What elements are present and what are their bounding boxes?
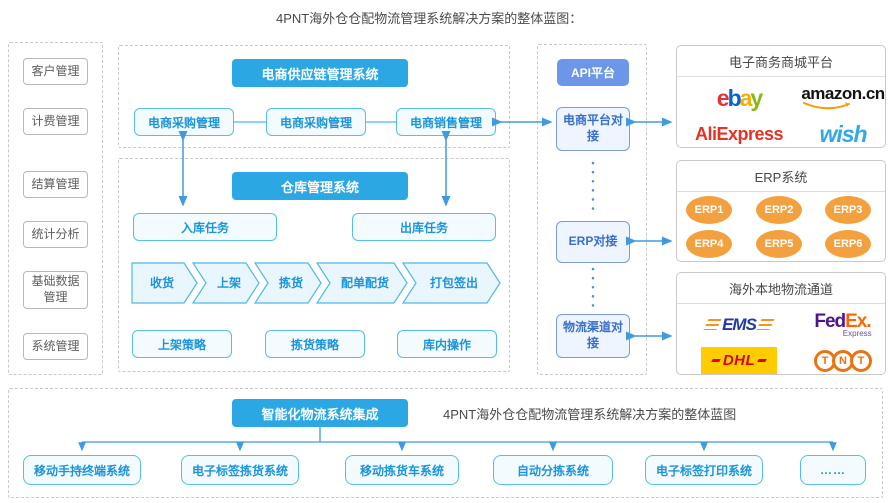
integration-header: 智能化物流系统集成 bbox=[232, 399, 408, 427]
erp2-node: ERP2 bbox=[756, 196, 802, 224]
amazon-smile-icon bbox=[803, 102, 851, 110]
system-more-ellipsis: …… bbox=[800, 455, 866, 485]
erp-panel-title: ERP系统 bbox=[677, 161, 885, 192]
page-title: 4PNT海外仓仓配物流管理系统解决方案的整体蓝图： bbox=[276, 11, 583, 26]
erp4-node: ERP4 bbox=[686, 230, 732, 258]
erp1-node: ERP1 bbox=[686, 196, 732, 224]
sidebar-item-system-mgmt: 系统管理 bbox=[23, 333, 88, 360]
sidebar-item-customer-mgmt: 客户管理 bbox=[23, 58, 88, 85]
connector-erp: ERP对接 bbox=[556, 221, 630, 263]
erp-panel: ERP系统 ERP1 ERP2 ERP3 ERP4 ERP5 ERP6 bbox=[676, 160, 886, 262]
module-purchase-mgmt-2: 电商采购管理 bbox=[266, 108, 366, 136]
flow-step-receiving: 收货 bbox=[150, 275, 174, 290]
system-auto-sorting: 自动分拣系统 bbox=[493, 455, 613, 485]
warehouse-header: 仓库管理系统 bbox=[232, 172, 408, 200]
warehouse-panel bbox=[118, 158, 510, 372]
strategy-shelving: 上架策略 bbox=[132, 330, 232, 358]
erp5-node: ERP5 bbox=[756, 230, 802, 258]
ecommerce-mall-panel: 电子商务商城平台 ebay amazon.cn AliExpress wish bbox=[676, 45, 886, 148]
api-platform-header: API平台 bbox=[557, 59, 629, 86]
fedex-logo: FedEx.Express bbox=[814, 310, 872, 338]
supply-chain-panel bbox=[118, 45, 510, 148]
system-etag-printing: 电子标签打印系统 bbox=[645, 455, 763, 485]
strategy-picking: 拣货策略 bbox=[265, 330, 365, 358]
sidebar-panel bbox=[8, 42, 103, 375]
sidebar-item-settlement-mgmt: 结算管理 bbox=[23, 171, 88, 198]
system-mobile-handheld: 移动手持终端系统 bbox=[23, 455, 141, 485]
integration-caption: 4PNT海外仓仓配物流管理系统解决方案的整体蓝图 bbox=[443, 407, 737, 422]
system-mobile-picking-cart: 移动拣货车系统 bbox=[345, 455, 459, 485]
module-connector-line bbox=[366, 121, 396, 123]
module-connector-line bbox=[234, 121, 266, 123]
sidebar-item-base-data-mgmt: 基础数据管理 bbox=[23, 271, 88, 309]
erp3-node: ERP3 bbox=[825, 196, 871, 224]
system-etag-picking: 电子标签拣货系统 bbox=[181, 455, 299, 485]
connector-logistics-channel: 物流渠道对接 bbox=[556, 314, 630, 358]
flow-step-pack-checkout: 打包签出 bbox=[430, 275, 478, 290]
ebay-logo: ebay bbox=[716, 84, 763, 111]
flow-step-order-assembly: 配单配货 bbox=[341, 275, 389, 290]
dhl-logo: DHL bbox=[701, 347, 777, 375]
ecommerce-mall-title: 电子商务商城平台 bbox=[677, 46, 885, 77]
integration-panel bbox=[8, 388, 883, 498]
wish-logo: wish bbox=[819, 120, 867, 147]
strategy-warehouse-ops: 库内操作 bbox=[397, 330, 497, 358]
connector-ecommerce-platform: 电商平台对接 bbox=[556, 107, 630, 151]
outbound-task-node: 出库任务 bbox=[352, 213, 496, 241]
aliexpress-logo: AliExpress bbox=[694, 123, 784, 144]
overseas-logistics-title: 海外本地物流通道 bbox=[677, 273, 885, 304]
module-purchase-mgmt-1: 电商采购管理 bbox=[134, 108, 234, 136]
erp6-node: ERP6 bbox=[825, 230, 871, 258]
inbound-task-node: 入库任务 bbox=[133, 213, 277, 241]
sidebar-item-statistics: 统计分析 bbox=[23, 221, 88, 248]
supply-chain-header: 电商供应链管理系统 bbox=[232, 59, 408, 87]
amazon-logo: amazon.cn bbox=[801, 85, 885, 111]
ems-logo: EMS bbox=[703, 315, 775, 335]
sidebar-item-billing-mgmt: 计费管理 bbox=[23, 108, 88, 135]
module-sales-mgmt: 电商销售管理 bbox=[396, 108, 496, 136]
api-platform-panel bbox=[537, 44, 647, 375]
flow-step-shelving: 上架 bbox=[217, 275, 241, 290]
flow-step-picking: 拣货 bbox=[279, 275, 303, 290]
process-flow-chevrons: 收货 上架 拣货 配单配货 打包签出 bbox=[131, 262, 501, 304]
